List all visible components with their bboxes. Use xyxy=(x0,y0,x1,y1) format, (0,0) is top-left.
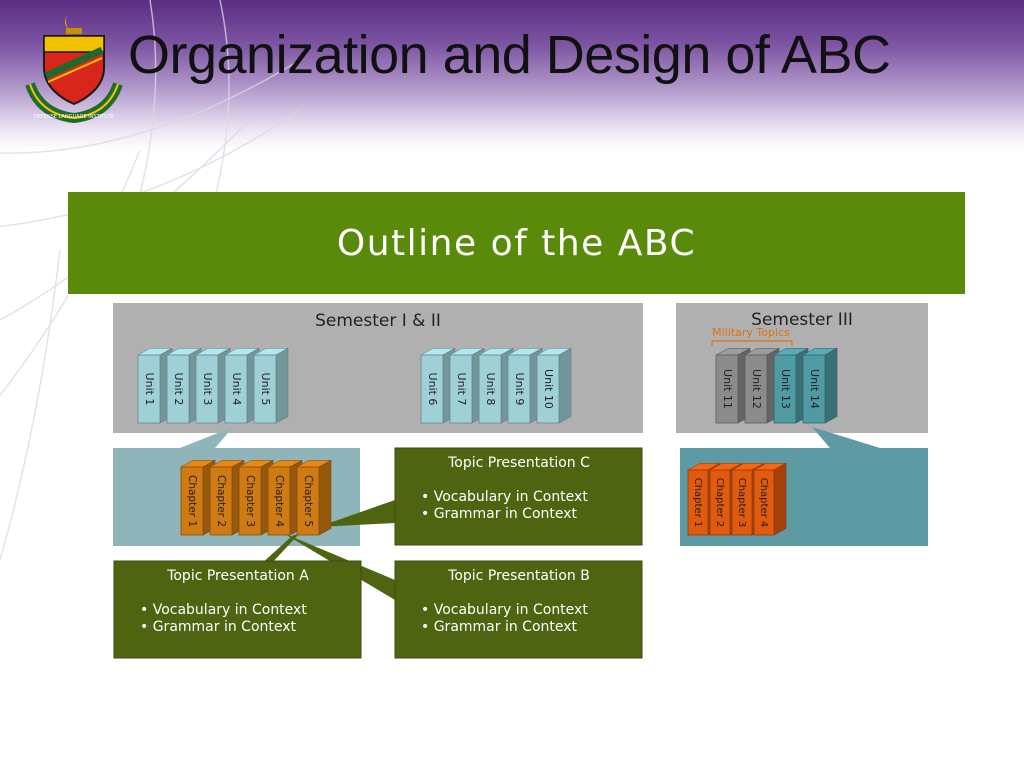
chapter-book: Chapter 5 xyxy=(296,459,332,536)
topic-presentation-a: Topic Presentation A • Vocabulary in Cont… xyxy=(113,560,362,659)
topic-title: Topic Presentation A xyxy=(166,568,309,584)
unit-book-label: Unit 12 xyxy=(750,369,763,409)
topic-title: Topic Presentation B xyxy=(447,568,590,584)
unit-book-label: Unit 10 xyxy=(542,369,555,409)
header-band xyxy=(0,0,1024,150)
svg-text:DEFENSE LANGUAGE INSTITUTE: DEFENSE LANGUAGE INSTITUTE xyxy=(34,114,114,120)
unit-book-label: Unit 7 xyxy=(455,373,468,406)
unit-book-label: Unit 2 xyxy=(172,373,185,406)
chapter-book: Chapter 2 xyxy=(209,459,245,536)
topic-presentation-c: Topic Presentation C • Vocabulary in Cont… xyxy=(394,447,643,546)
outline-banner: Outline of the ABC xyxy=(68,192,965,294)
chapter-book: Chapter 4 xyxy=(753,462,787,536)
semester-3-label: Semester III xyxy=(751,310,853,330)
unit-book: Unit 7 xyxy=(449,347,485,424)
military-topics-label: Military Topics xyxy=(712,326,790,339)
topic-bullet: • Grammar in Context xyxy=(140,619,297,635)
topic-bullet: • Grammar in Context xyxy=(421,619,578,635)
topic-bullet: • Grammar in Context xyxy=(421,506,578,522)
unit-book-label: Unit 14 xyxy=(808,369,821,409)
unit-book-label: Unit 1 xyxy=(143,373,156,406)
unit-book-label: Unit 9 xyxy=(513,373,526,406)
chapter-book-label: Chapter 2 xyxy=(215,475,227,527)
unit-book-label: Unit 13 xyxy=(779,369,792,409)
military-topics-bracket xyxy=(711,340,793,346)
connector-to-topic-c xyxy=(318,500,395,527)
diagram-area: Outline of the ABC Semester I & II Unit 1… xyxy=(68,192,965,672)
unit-book: Unit 5 xyxy=(253,347,289,424)
topic-bullet: • Vocabulary in Context xyxy=(421,489,588,505)
unit-book-label: Unit 3 xyxy=(201,373,214,406)
unit-book-label: Unit 5 xyxy=(259,373,272,406)
unit-book-label: Unit 8 xyxy=(484,373,497,406)
chapter-book-label: Chapter 4 xyxy=(273,475,285,527)
outline-diagram: Semester I & II Unit 1 Unit 2 Unit 3 Unit 4 U… xyxy=(113,303,928,659)
unit-book-label: Unit 6 xyxy=(426,373,439,406)
crest-logo: DEFENSE LANGUAGE INSTITUTE xyxy=(25,6,123,124)
semester-1-2-label: Semester I & II xyxy=(315,311,441,331)
topic-bullet: • Vocabulary in Context xyxy=(140,602,307,618)
chapter-book-label: Chapter 5 xyxy=(302,475,314,527)
slide-title: Organization and Design of ABC xyxy=(128,25,891,85)
unit-book: Unit 10 xyxy=(536,347,572,424)
topic-title: Topic Presentation C xyxy=(447,455,590,471)
chapter-book-label: Chapter 3 xyxy=(736,478,747,528)
chapter-book: Chapter 4 xyxy=(267,459,303,536)
chapter-book-label: Chapter 1 xyxy=(692,478,703,528)
connector-to-topic-a xyxy=(260,533,300,565)
chapter-book-label: Chapter 3 xyxy=(244,475,256,527)
topic-presentation-b: Topic Presentation B • Vocabulary in Cont… xyxy=(394,560,643,659)
chapter-book-label: Chapter 1 xyxy=(186,475,198,527)
topic-bullet: • Vocabulary in Context xyxy=(421,602,588,618)
unit-book-label: Unit 11 xyxy=(721,369,734,409)
chapter-book-label: Chapter 4 xyxy=(758,478,769,528)
chapter-book-label: Chapter 2 xyxy=(714,478,725,528)
unit-book-label: Unit 4 xyxy=(230,373,243,406)
unit-book: Unit 14 xyxy=(802,347,838,424)
